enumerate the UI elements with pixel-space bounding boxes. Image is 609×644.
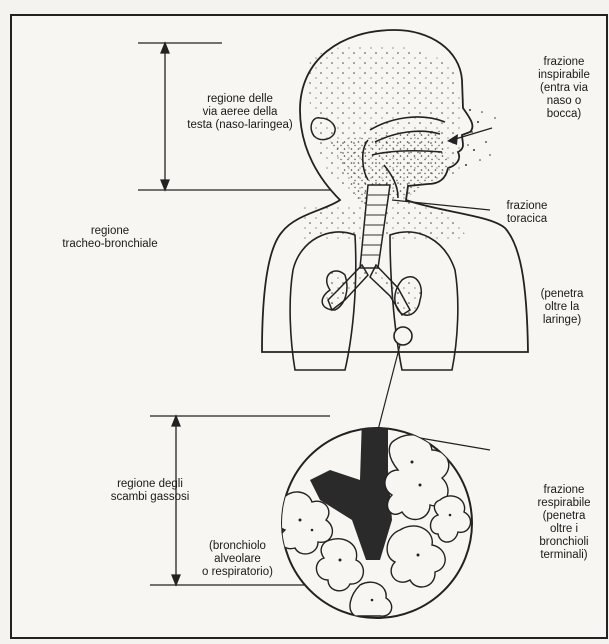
zoom-origin-circle xyxy=(394,327,412,345)
label-thoracic-note: (penetra oltre la laringe) xyxy=(522,288,602,327)
label-respirable-fraction: frazione respirabile (penetra oltre i br… xyxy=(522,484,606,562)
label-head-region: regione delle via aeree della testa (nas… xyxy=(175,93,305,132)
label-gas-region: regione degli scambi gassosi xyxy=(90,478,210,504)
label-thoracic-fraction: frazione toracica xyxy=(492,200,562,226)
label-bronchiole: (bronchiolo alveolare o respiratorio) xyxy=(185,540,290,579)
label-tracheo-region: regione tracheo-bronchiale xyxy=(45,225,175,251)
label-inspirable-fraction: frazione inspirabile (entra via naso o b… xyxy=(522,56,606,121)
